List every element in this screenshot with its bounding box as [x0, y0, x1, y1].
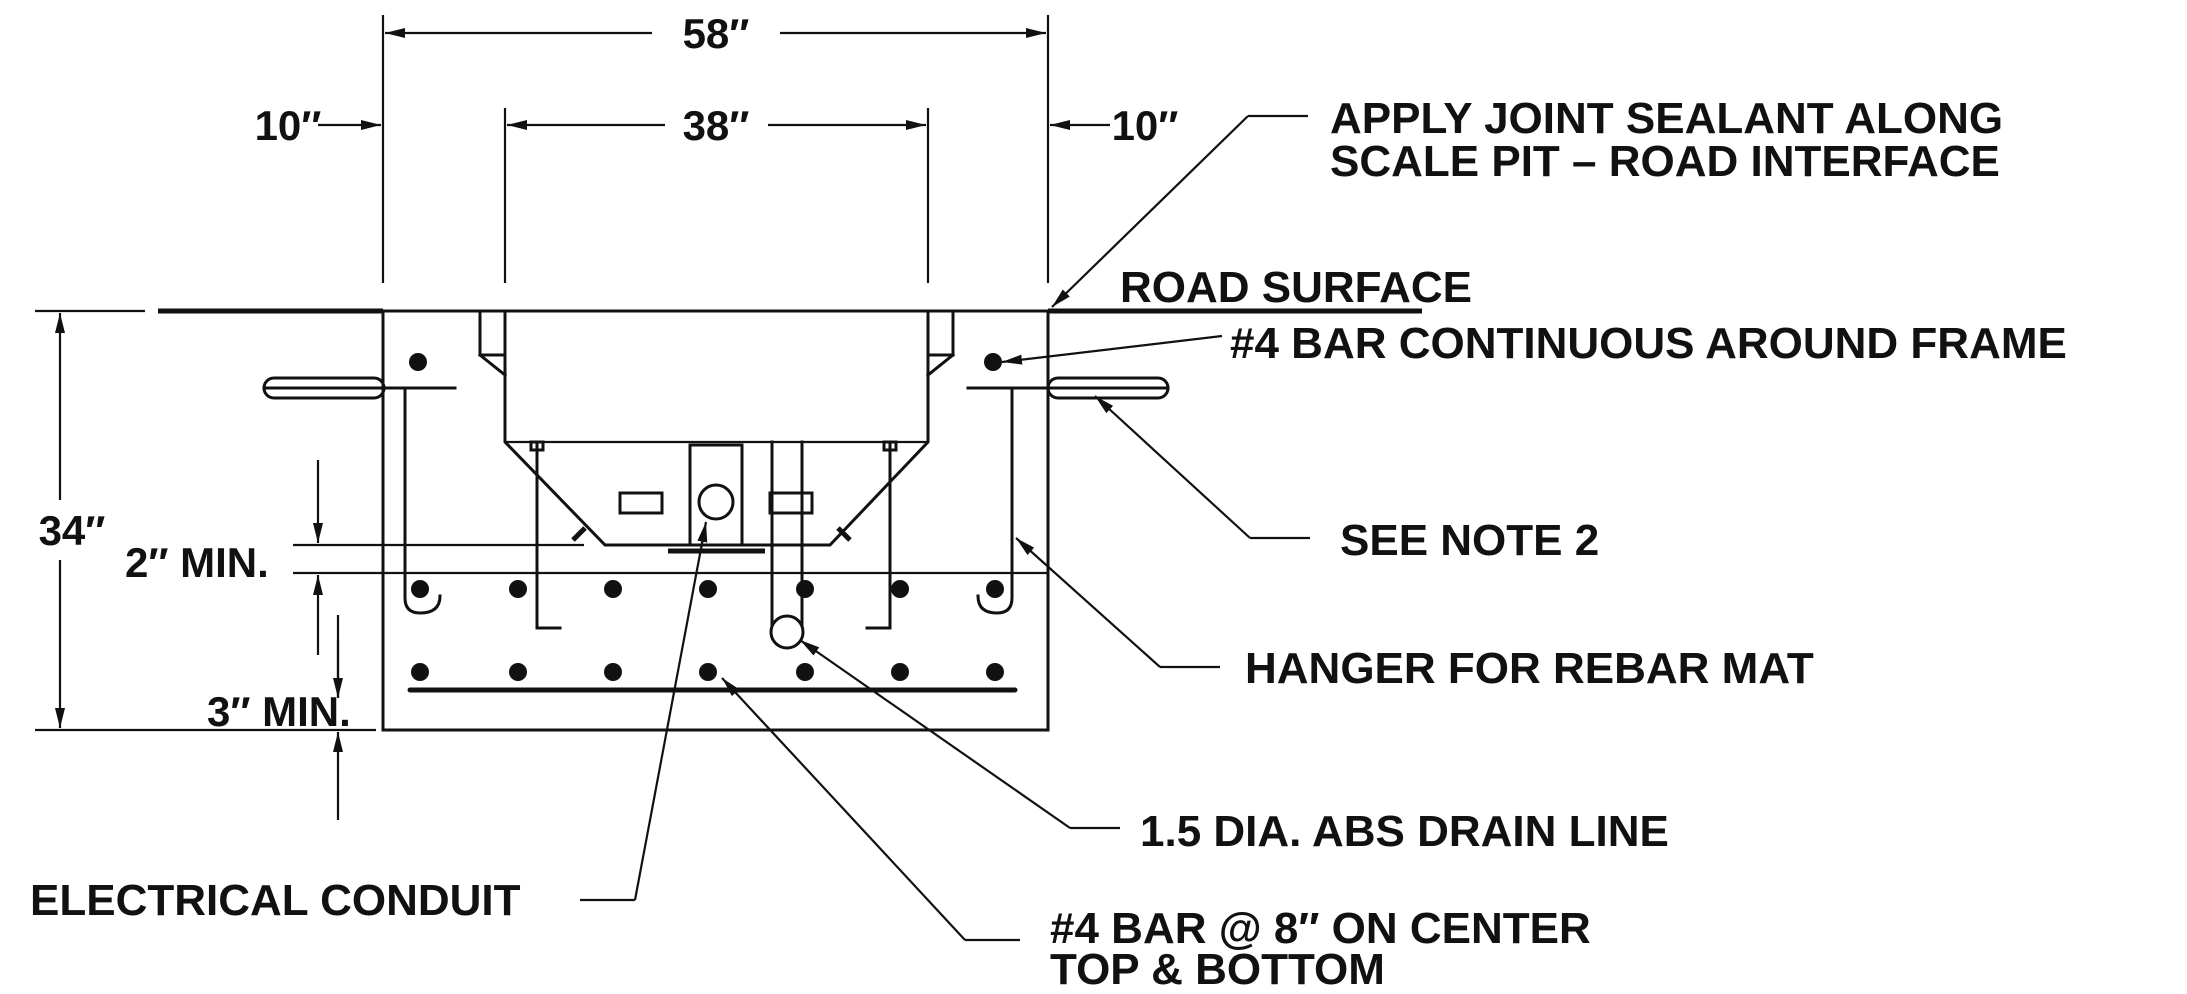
dim-top-cover: 2″ MIN.	[125, 460, 323, 655]
road-surface-label: ROAD SURFACE	[1120, 263, 1472, 312]
see-note-label: SEE NOTE 2	[1340, 516, 1599, 565]
drain-pipe	[769, 440, 805, 650]
dim-overall-width: 58″	[385, 10, 1046, 57]
bar-around-frame-note: #4 BAR CONTINUOUS AROUND FRAME	[1230, 319, 2067, 368]
extension-lines	[35, 15, 1050, 732]
dim-left-wall-label: 10″	[255, 102, 322, 149]
rebar-spacing-note-line1: #4 BAR @ 8″ ON CENTER	[1050, 904, 1591, 953]
rebar-spacing-note-line2: TOP & BOTTOM	[1050, 945, 1385, 994]
drain-line-note: 1.5 DIA. ABS DRAIN LINE	[1140, 807, 1669, 856]
frame-edge-bars	[409, 353, 1002, 371]
callout-see-note: SEE NOTE 2	[1094, 395, 1599, 565]
dim-right-wall-label: 10″	[1112, 102, 1179, 149]
callout-hanger: HANGER FOR REBAR MAT	[1015, 537, 1814, 693]
dim-top-cover-label: 2″ MIN.	[125, 539, 269, 586]
callout-rebar-spacing: #4 BAR @ 8″ ON CENTER TOP & BOTTOM	[721, 677, 1591, 994]
electrical-conduit-pipe	[697, 483, 735, 521]
dim-left-wall: 10″	[255, 102, 381, 149]
dim-depth-label: 34″	[39, 507, 106, 554]
joint-sealant-note-line1: APPLY JOINT SEALANT ALONG	[1330, 94, 2003, 143]
scale-frame	[477, 309, 956, 554]
dim-right-wall: 10″	[1050, 102, 1178, 149]
rebar-mat-bottom	[407, 663, 1018, 693]
rebar-mat-top	[383, 571, 1048, 598]
hanger-note: HANGER FOR REBAR MAT	[1245, 644, 1814, 693]
electrical-conduit-note: ELECTRICAL CONDUIT	[30, 876, 521, 925]
callout-electrical-conduit: ELECTRICAL CONDUIT	[30, 521, 708, 925]
callout-drain-line: 1.5 DIA. ABS DRAIN LINE	[799, 639, 1669, 856]
rebar-mat-hangers	[403, 388, 1014, 630]
anchor-rods	[262, 376, 1170, 400]
dim-depth: 34″	[39, 313, 106, 728]
dim-overall-width-label: 58″	[683, 10, 750, 57]
dim-bottom-cover-label: 3″ MIN.	[207, 688, 351, 735]
joint-sealant-note-line2: SCALE PIT – ROAD INTERFACE	[1330, 137, 2000, 186]
dim-bottom-cover: 3″ MIN.	[207, 615, 351, 820]
dim-inner-width: 38″	[507, 102, 926, 149]
concrete-pit-outline	[381, 309, 1050, 732]
dim-inner-width-label: 38″	[683, 102, 750, 149]
callout-joint-sealant: APPLY JOINT SEALANT ALONG SCALE PIT – RO…	[1051, 94, 2003, 308]
callout-bar-around-frame: #4 BAR CONTINUOUS AROUND FRAME	[1001, 319, 2067, 368]
